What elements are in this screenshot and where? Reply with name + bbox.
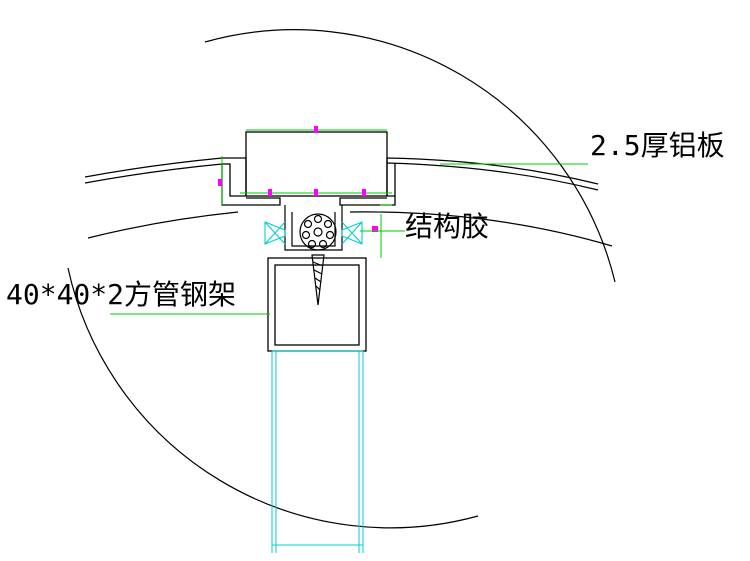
adapter-inner (291, 212, 336, 247)
connector (284, 205, 343, 306)
panel-left-outer (84, 157, 223, 178)
detail-circle-top-arc (204, 29, 616, 283)
joint-cover-box (245, 131, 388, 197)
label-aluminum-panel: 2.5厚铝板 (590, 129, 725, 162)
screw-thread (312, 261, 324, 291)
bolt-hole (323, 219, 333, 229)
tube-inner (274, 264, 360, 346)
bolt-hole (303, 219, 313, 229)
panel-left-lower (87, 211, 239, 239)
bolt-center (313, 227, 323, 237)
marker (268, 189, 272, 196)
panel-right-inner (386, 162, 599, 191)
left-panel-return (221, 164, 281, 206)
bolt-hole (307, 239, 317, 249)
structural-adhesive-blocks (264, 221, 363, 245)
marker (362, 189, 366, 196)
leader-lines (110, 163, 588, 315)
marker (314, 126, 318, 133)
dimension-markers (218, 126, 378, 232)
adapter-body (284, 205, 343, 251)
adhesive-right (341, 221, 363, 245)
label-structural-adhesive: 结构胶 (405, 210, 489, 243)
detail-circle-left-arc (67, 267, 479, 529)
right-panel-return (339, 196, 396, 206)
bolt-hole (325, 230, 335, 240)
panel-left-inner (84, 163, 223, 184)
marker (372, 226, 378, 232)
label-steel-frame: 40*40*2方管钢架 (6, 278, 236, 311)
bolt-hole (313, 214, 323, 224)
screw-shank (311, 254, 325, 306)
left-panel-bend (222, 157, 247, 197)
panel-joint (221, 131, 396, 206)
panel-right-lower (349, 211, 613, 247)
tube-hidden-lines (271, 350, 364, 553)
marker (314, 189, 318, 196)
aluminum-panel (84, 157, 613, 247)
panel-right-outer (386, 157, 599, 185)
bolt-head (299, 213, 337, 251)
bolt-hole (318, 239, 328, 249)
bolt-hole (301, 230, 311, 240)
detail-circle (67, 29, 616, 529)
adhesive-left (264, 221, 286, 245)
marker (218, 179, 222, 186)
